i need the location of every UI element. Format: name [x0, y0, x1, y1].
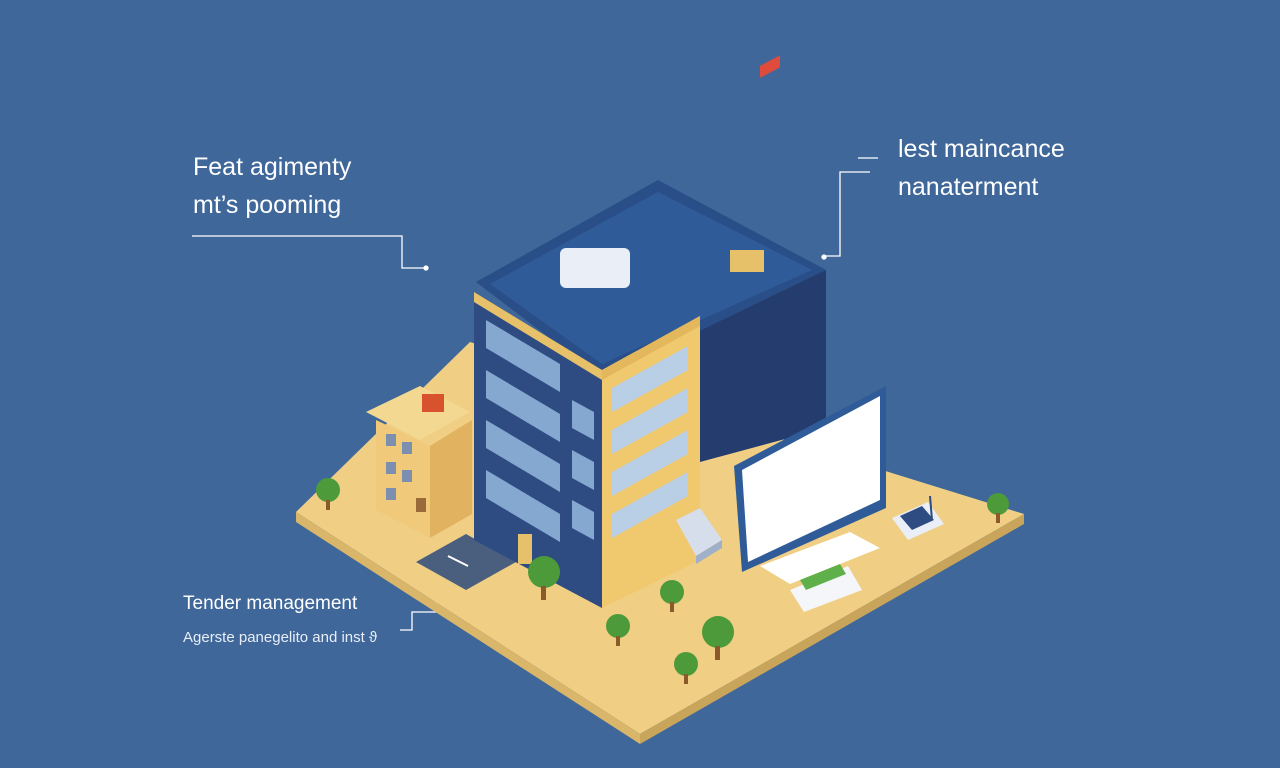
connector-top-left	[192, 235, 424, 269]
callout-bottom-title: Tender management	[183, 593, 358, 614]
tree-icon	[316, 478, 340, 510]
connector-top-right	[826, 171, 870, 257]
robot-device-icon	[892, 495, 944, 540]
callout-top-right: lest maincance nanaterment	[898, 130, 1065, 206]
tree-icon	[606, 614, 630, 646]
tower-front	[474, 292, 700, 608]
callout-top-left-line1: Feat agimenty	[193, 153, 352, 181]
tree-icon	[660, 580, 684, 612]
dashboard-monitor-icon	[734, 55, 886, 612]
stairs	[676, 508, 722, 564]
tree-icon	[528, 556, 560, 600]
trees	[316, 478, 1009, 684]
tower-back-block	[700, 270, 826, 462]
tree-icon	[987, 493, 1009, 523]
hvac-box-icon	[560, 248, 630, 288]
callout-top-left-line2: mt’s pooming	[193, 191, 342, 219]
callout-top-left: Feat agimenty mt’s pooming	[193, 148, 351, 224]
callout-top-right-line1: lest maincance	[898, 135, 1065, 163]
side-building	[366, 386, 472, 538]
chimney-icon	[422, 394, 444, 412]
tree-icon	[702, 616, 734, 660]
crate-icon	[730, 250, 764, 272]
callout-bottom-subtitle: Agerste panegelito and inst ϑ	[183, 629, 378, 646]
tree-icon	[674, 652, 698, 684]
callout-top-right-line2: nanaterment	[898, 173, 1039, 201]
tower-roof	[476, 180, 826, 378]
